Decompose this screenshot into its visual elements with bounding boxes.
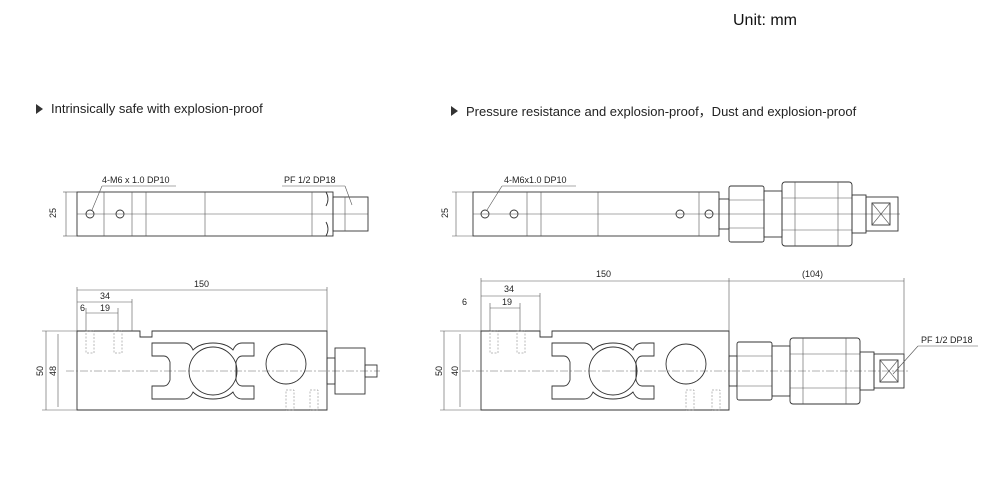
right-dim-40: 40	[450, 366, 460, 376]
right-side-end-cap	[873, 353, 905, 389]
right-dim-6: 6	[462, 297, 467, 307]
left-side-body	[76, 330, 328, 411]
left-top-callout-port: PF 1/2 DP18	[284, 175, 336, 185]
right-top-end-cap	[865, 196, 899, 232]
right-dim-connector: (104)	[802, 269, 823, 279]
right-top-dim-height: 25	[440, 208, 450, 218]
section-heading-intrinsic-text: Intrinsically safe with explosion-proof	[51, 101, 263, 116]
arrow-right-icon	[451, 105, 458, 116]
left-top-dim-height: 25	[48, 208, 58, 218]
left-side-cutout	[151, 342, 255, 400]
left-top-connector	[332, 196, 369, 232]
unit-label: Unit: mm	[733, 12, 797, 29]
left-side-view: 150 34 19 6 50 48	[35, 279, 380, 411]
left-dim-34: 34	[100, 291, 110, 301]
right-top-callout-holes: 4-M6x1.0 DP10	[504, 175, 567, 185]
right-side-cutout	[551, 342, 655, 400]
left-dim-150: 150	[194, 279, 209, 289]
left-top-hole-2	[115, 209, 125, 219]
right-dim-19: 19	[502, 297, 512, 307]
left-side-circle	[265, 343, 307, 385]
section-heading-pressure: Pressure resistance and explosion-proof，…	[451, 101, 856, 120]
section-heading-pressure-text: Pressure resistance and explosion-proof，…	[466, 104, 857, 119]
left-dim-19: 19	[100, 303, 110, 313]
right-top-view: 25 4-M6x1.0 DP10	[440, 175, 900, 247]
arrow-right-icon	[36, 103, 43, 114]
section-heading-intrinsic: Intrinsically safe with explosion-proof	[36, 101, 263, 116]
right-side-callout-port: PF 1/2 DP18	[921, 335, 973, 345]
left-top-view: 25 4-M6 x 1.0 DP10 PF 1/2 DP18	[48, 175, 369, 237]
left-dim-6: 6	[80, 303, 85, 313]
left-dim-48: 48	[48, 366, 58, 376]
left-top-hole-1	[85, 209, 95, 219]
right-dim-34: 34	[504, 284, 514, 294]
right-side-view: 150 (104) 34 19 6 50 40 PF 1/2 DP18	[434, 269, 978, 411]
right-dim-150: 150	[596, 269, 611, 279]
right-dim-50: 50	[434, 366, 444, 376]
right-side-body	[480, 330, 730, 411]
left-top-callout-holes: 4-M6 x 1.0 DP10	[102, 175, 170, 185]
left-dim-50: 50	[35, 366, 45, 376]
